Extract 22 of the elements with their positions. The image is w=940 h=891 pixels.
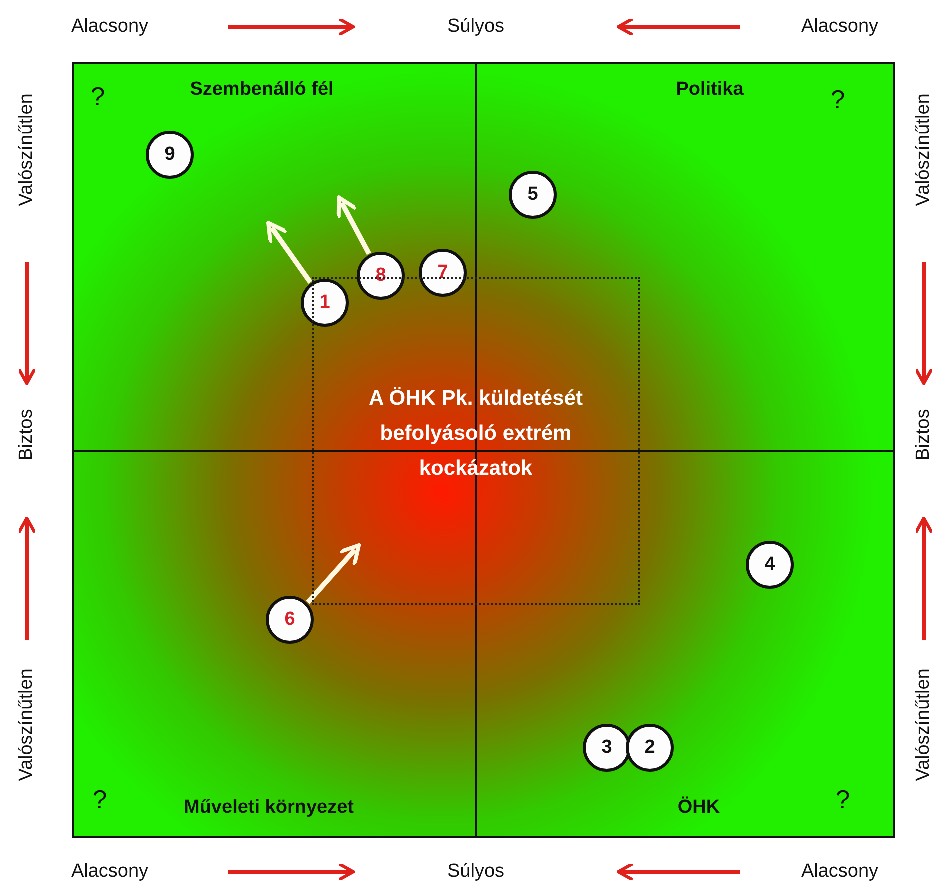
question-mark: ?: [92, 784, 108, 816]
axis-label: Valószínűtlen: [913, 668, 935, 782]
quadrant-title: Műveleti környezet: [184, 797, 354, 819]
axis-label: Biztos: [16, 409, 38, 461]
axis-label: Valószínűtlen: [913, 94, 935, 206]
axis-label: Biztos: [913, 409, 935, 461]
quadrant-title: Szembenálló fél: [190, 79, 334, 101]
arrow: [336, 196, 372, 256]
axis-label: Valószínűtlen: [16, 668, 38, 782]
axis-label: Alacsony: [71, 16, 149, 38]
question-mark: ?: [90, 82, 106, 112]
axis-label: Alacsony: [801, 861, 879, 883]
axis-label: Súlyos: [447, 16, 505, 38]
question-mark: ?: [830, 84, 846, 116]
quadrant-title: Politika: [676, 79, 744, 101]
arrow: [266, 221, 313, 284]
axis-label: Alacsony: [801, 16, 879, 38]
question-mark: ?: [836, 784, 850, 816]
axis-label: Valószínűtlen: [16, 94, 38, 206]
quadrant-title: ÖHK: [678, 797, 720, 819]
axis-label: Súlyos: [447, 861, 505, 883]
axis-label: Alacsony: [71, 861, 149, 883]
